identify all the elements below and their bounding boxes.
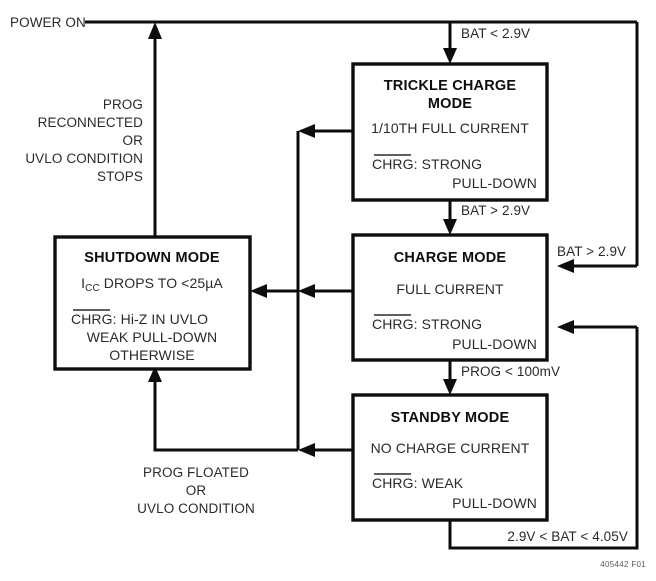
wire-center-bus-to-shutdown bbox=[153, 378, 298, 452]
charge-chrg-pin-label: CHRG: STRONG bbox=[372, 316, 482, 332]
state-box-trickle-charge-mode[interactable]: TRICKLE CHARGE MODE 1/10TH FULL CURRENT … bbox=[351, 62, 549, 202]
standby-chrg-pin-state-line2: PULL-DOWN bbox=[452, 495, 537, 511]
charge-mode-detail: FULL CURRENT bbox=[396, 281, 504, 297]
state-box-charge-mode[interactable]: CHARGE MODE FULL CURRENT CHRG: STRONG PU… bbox=[351, 233, 549, 362]
arrow-charge-to-center-bus bbox=[298, 284, 315, 298]
note-shutdown-exit: PROG RECONNECTED OR UVLO CONDITION STOPS bbox=[25, 97, 143, 184]
arrow-trickle-to-charge bbox=[443, 219, 457, 235]
standby-mode-detail: NO CHARGE CURRENT bbox=[371, 440, 530, 456]
state-box-standby-mode[interactable]: STANDBY MODE NO CHARGE CURRENT CHRG: WEA… bbox=[351, 393, 549, 522]
arrow-center-bus-to-shutdown bbox=[148, 366, 162, 382]
trickle-charge-mode-title-line2: MODE bbox=[428, 96, 472, 112]
charge-mode-box bbox=[351, 233, 549, 362]
standby-chrg-pin-label: CHRG: WEAK bbox=[372, 475, 464, 491]
wire-standby-loop-to-charge bbox=[448, 327, 639, 550]
shutdown-mode-box bbox=[53, 235, 252, 371]
arrow-shutdown-exit-up bbox=[148, 22, 162, 39]
figure-tag: 405442 F01 bbox=[600, 560, 646, 569]
shutdown-chrg-pin-state-line3: OTHERWISE bbox=[109, 347, 194, 363]
arrow-right-bus-upper-into-charge bbox=[557, 259, 574, 273]
transition-label-standby-loop: 2.9V < BAT < 4.05V bbox=[507, 529, 628, 544]
note-shutdown-exit-line-0: PROG bbox=[103, 97, 143, 112]
note-shutdown-entry-line-2: UVLO CONDITION bbox=[137, 501, 255, 516]
note-shutdown-entry-line-1: OR bbox=[186, 483, 207, 498]
trickle-charge-mode-box bbox=[351, 62, 549, 202]
arrow-standby-loop-into-charge bbox=[557, 320, 574, 334]
trickle-chrg-pin-state-line2: PULL-DOWN bbox=[452, 175, 537, 191]
note-shutdown-exit-line-4: STOPS bbox=[97, 169, 143, 184]
trickle-chrg-pin-label: CHRG: STRONG bbox=[372, 156, 482, 172]
charge-mode-title-line1: CHARGE MODE bbox=[394, 250, 507, 266]
charge-chrg-pin-state-line2: PULL-DOWN bbox=[452, 336, 537, 352]
trickle-charge-mode-title-line1: TRICKLE CHARGE bbox=[384, 78, 517, 94]
note-shutdown-entry-line-0: PROG FLOATED bbox=[143, 465, 249, 480]
shutdown-chrg-pin-label: CHRG: Hi-Z IN UVLO bbox=[71, 311, 208, 327]
note-shutdown-exit-line-3: UVLO CONDITION bbox=[25, 151, 143, 166]
transition-label-right-bus-to-charge: BAT > 2.9V bbox=[557, 244, 626, 259]
shutdown-chrg-pin-state-line2: WEAK PULL-DOWN bbox=[87, 329, 218, 345]
power-on-label: POWER ON bbox=[10, 15, 86, 30]
arrow-standby-to-center-bus bbox=[298, 443, 315, 457]
arrow-trickle-to-center-bus bbox=[298, 124, 315, 138]
note-shutdown-entry: PROG FLOATED OR UVLO CONDITION bbox=[137, 465, 255, 516]
note-shutdown-exit-line-2: OR bbox=[123, 133, 144, 148]
trickle-charge-mode-detail: 1/10TH FULL CURRENT bbox=[371, 120, 529, 136]
shutdown-mode-title-line1: SHUTDOWN MODE bbox=[84, 250, 220, 266]
arrow-center-bus-to-shutdown-right bbox=[250, 284, 267, 298]
arrow-power-on-to-trickle bbox=[443, 48, 457, 64]
standby-mode-title-line1: STANDBY MODE bbox=[391, 410, 510, 426]
note-shutdown-exit-line-1: RECONNECTED bbox=[38, 115, 144, 130]
state-box-shutdown-mode[interactable]: SHUTDOWN MODE ICC DROPS TO <25µA CHRG: H… bbox=[53, 235, 252, 371]
transition-label-power-on-to-trickle: BAT < 2.9V bbox=[461, 26, 530, 41]
transition-label-charge-to-standby: PROG < 100mV bbox=[461, 364, 560, 379]
standby-mode-box bbox=[351, 393, 549, 522]
transition-label-trickle-to-charge: BAT > 2.9V bbox=[461, 203, 530, 218]
shutdown-mode-detail: ICC DROPS TO <25µA bbox=[81, 275, 223, 294]
arrow-charge-to-standby bbox=[443, 379, 457, 395]
